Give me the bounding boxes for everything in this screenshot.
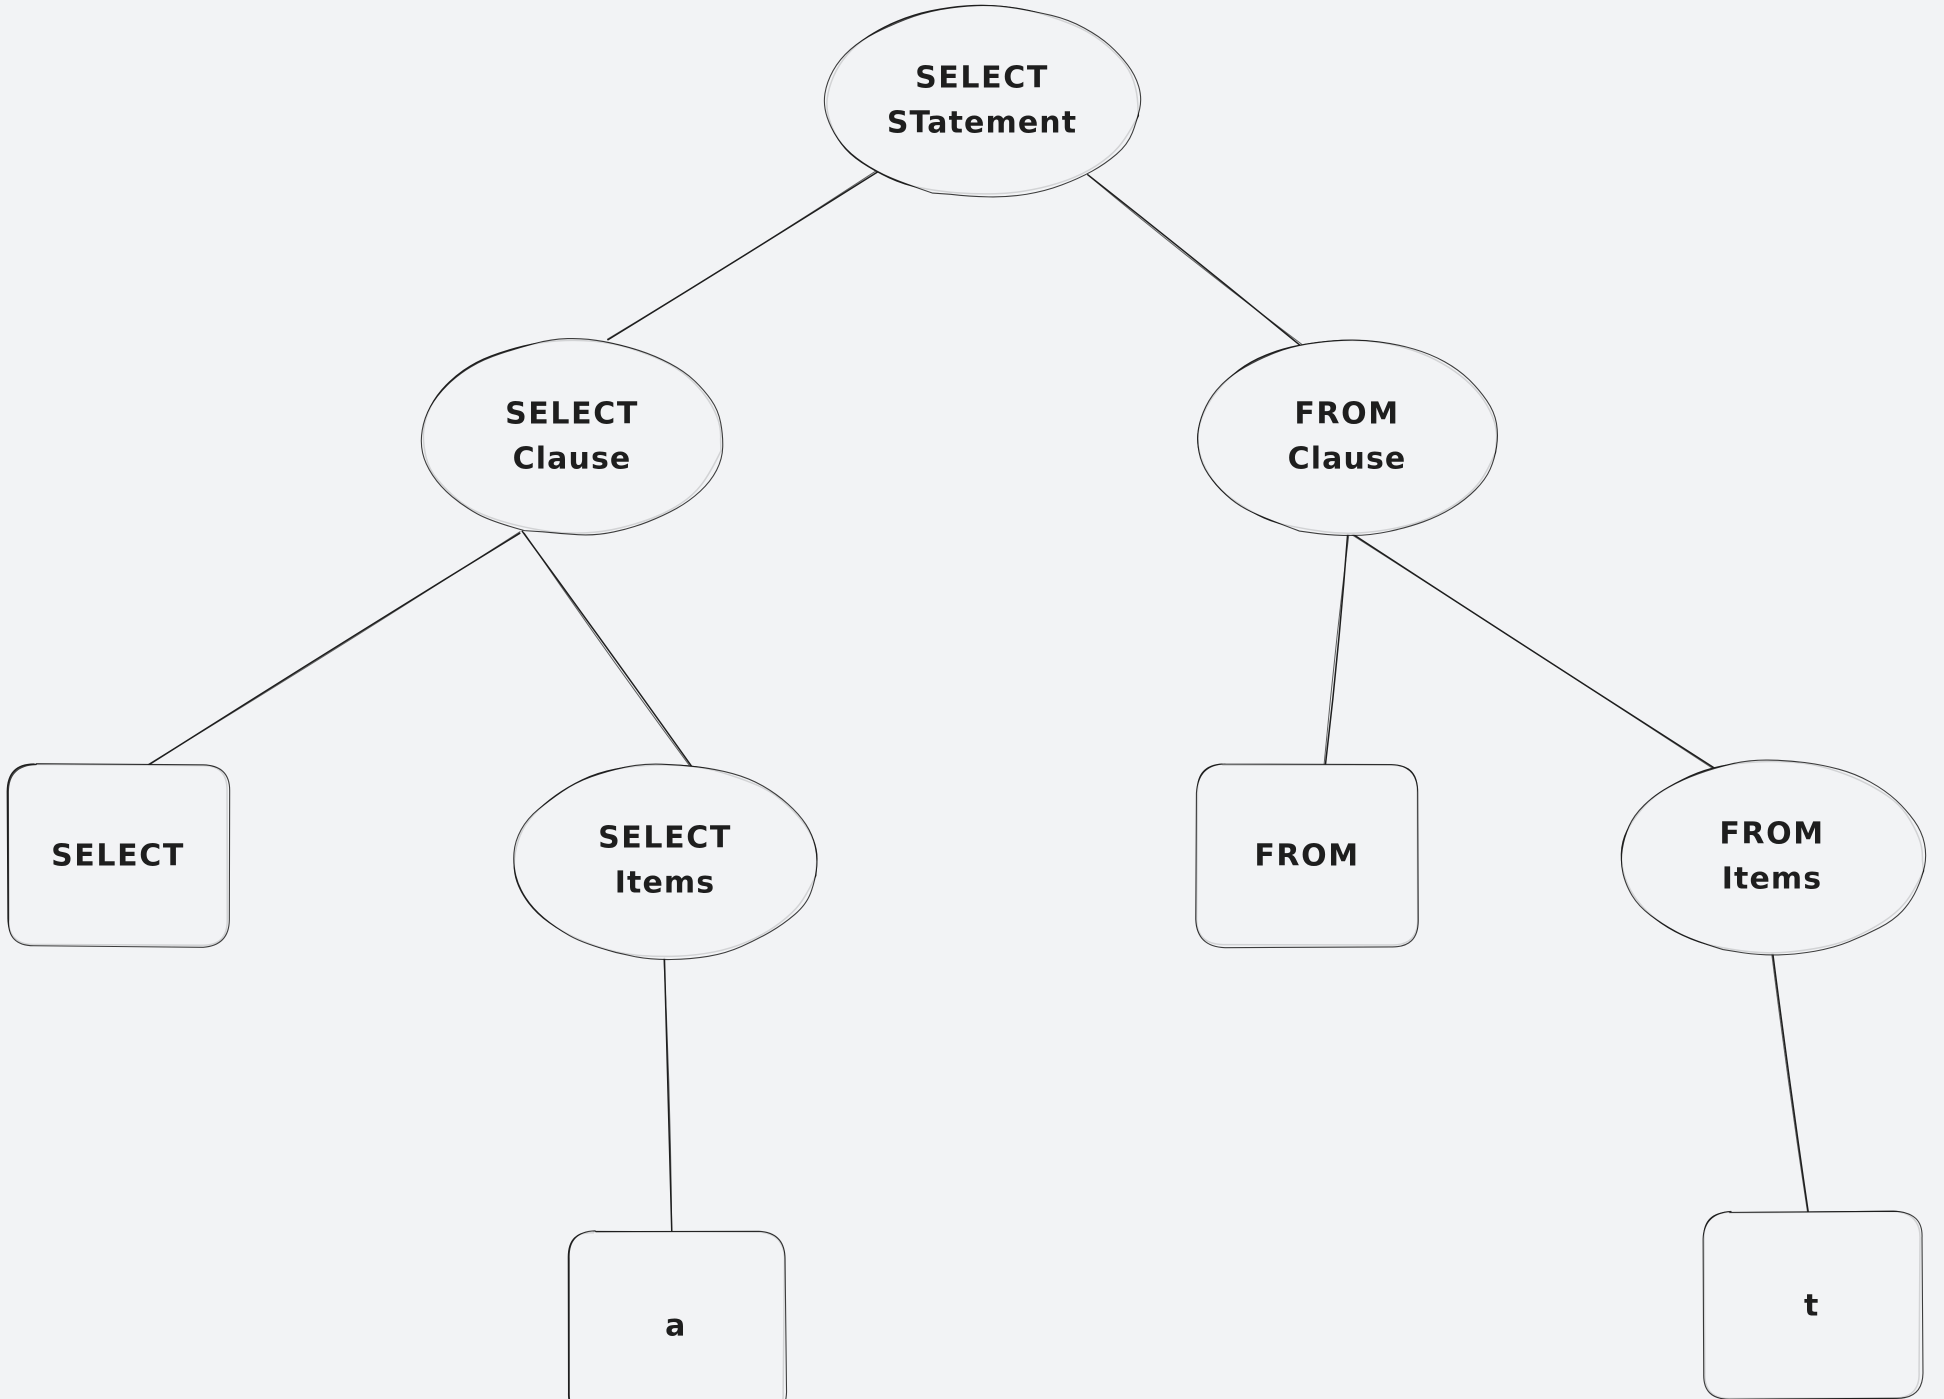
edge-stmt-from-clause [1087, 174, 1302, 346]
edge-from-clause-from [1323, 532, 1350, 770]
node-outline-sketch [513, 763, 818, 961]
edge-stmt-select-clause [606, 170, 879, 341]
node-select-items[interactable]: SELECT Items [513, 763, 818, 961]
node-label-line2: STatement [887, 106, 1077, 141]
node-label-line1: t [1804, 1289, 1820, 1324]
node-label-line1: FROM [1719, 817, 1824, 852]
edge-select-clause-select [140, 531, 521, 770]
node-label-line2: Items [615, 866, 715, 901]
node-select-statement[interactable]: SELECT STatement [823, 4, 1142, 198]
node-label-line1: SELECT [51, 839, 185, 874]
node-outline-sketch [1197, 339, 1498, 537]
node-select-terminal[interactable]: SELECT [6, 763, 231, 948]
node-outline-sketch [1620, 759, 1927, 956]
node-label-line1: FROM [1254, 839, 1359, 874]
edges-layer [140, 170, 1809, 1233]
node-select-clause[interactable]: SELECT Clause [420, 337, 724, 536]
node-label-line1: SELECT [598, 821, 732, 856]
node-from-clause[interactable]: FROM Clause [1197, 339, 1498, 537]
node-label-line1: FROM [1294, 397, 1399, 432]
nodes-layer: SELECTSTatementSELECTClauseFROMClauseSEL… [6, 4, 1927, 1399]
node-label-line1: SELECT [915, 61, 1049, 96]
node-outline-sketch [568, 1230, 788, 1399]
node-table-t[interactable]: t [1702, 1210, 1924, 1399]
node-label-line2: Items [1722, 862, 1822, 897]
node-from-items[interactable]: FROM Items [1620, 759, 1927, 956]
node-label-line2: Clause [513, 442, 632, 477]
node-outline-sketch [7, 763, 231, 948]
node-outline-sketch [420, 337, 724, 536]
edge-select-items-a [663, 957, 673, 1233]
node-outline-sketch [823, 4, 1142, 198]
node-column-a[interactable]: a [567, 1230, 788, 1399]
edge-from-clause-items [1351, 533, 1720, 772]
node-label-line2: Clause [1288, 442, 1407, 477]
edge-from-items-t [1771, 952, 1809, 1213]
node-label-line1: a [665, 1309, 687, 1344]
node-outline-sketch [1195, 763, 1419, 949]
node-label-line1: SELECT [505, 397, 639, 432]
node-from-terminal[interactable]: FROM [1195, 763, 1419, 949]
edge-select-clause-items [521, 530, 695, 772]
